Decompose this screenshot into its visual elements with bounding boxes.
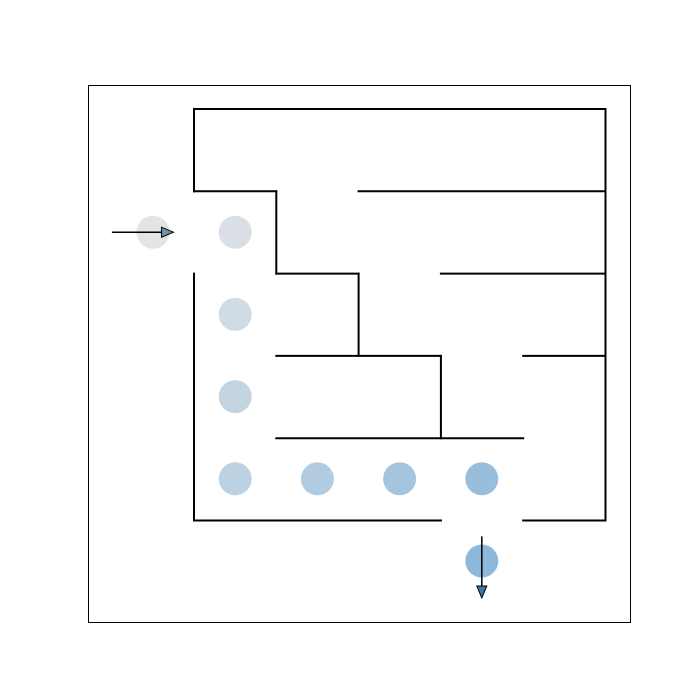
path-step (218, 297, 252, 331)
direction-arrows (111, 226, 488, 600)
entry-arrow (111, 226, 175, 238)
path-step (383, 462, 417, 496)
path-step (218, 215, 252, 249)
exit-arrow (476, 536, 488, 600)
path-step (218, 380, 252, 414)
path-step (300, 462, 334, 496)
solution-path (136, 215, 499, 578)
path-step (465, 462, 499, 496)
maze-walls (193, 108, 607, 522)
path-step (218, 462, 252, 496)
